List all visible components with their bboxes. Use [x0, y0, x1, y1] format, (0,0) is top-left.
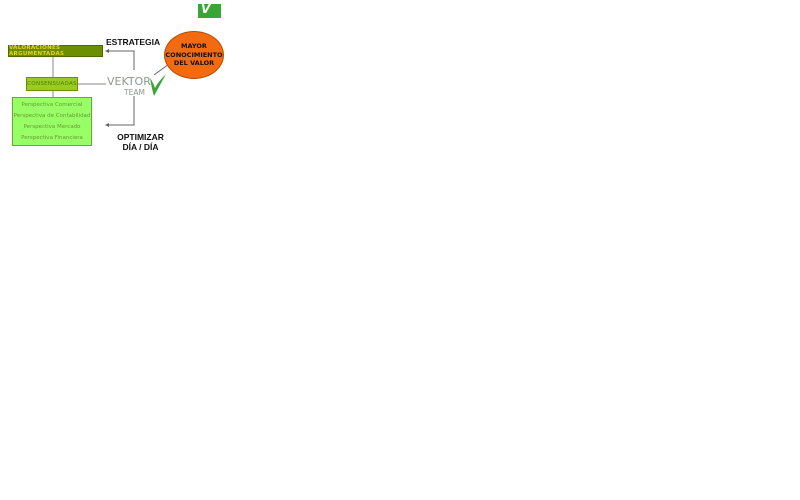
dia-text: DÍA / DÍA [122, 142, 159, 152]
perspective-item: Perspectiva de Contabilidad [13, 113, 91, 120]
perspective-item: Perspectiva Financiera [21, 134, 83, 141]
perspectives-box: Perspectiva Comercial Perspectiva de Con… [12, 97, 92, 146]
vektor-logo-badge: V [198, 2, 221, 18]
perspective-item: Perspectiva Mercado [23, 123, 81, 130]
consensuadas-box: CONSENSUADAS [26, 77, 78, 91]
brand-vektor: VEKTOR [107, 75, 151, 88]
optimizar-label: OPTIMIZAR DÍA / DÍA [113, 132, 168, 152]
vektor-v-icon [150, 74, 166, 96]
ellipse-line: MAYOR [181, 42, 207, 51]
arrow-estrategia [107, 50, 135, 70]
ellipse-line: DEL VALOR [173, 59, 215, 68]
ellipse-line: CONOCIMIENTO [165, 50, 223, 59]
valoraciones-box: VALORACIONES ARGUMENTADAS [8, 45, 103, 57]
arrow-optimizar [107, 96, 135, 126]
estrategia-label: ESTRATEGIA [106, 37, 161, 47]
arrowhead-estrategia [105, 49, 109, 53]
optimizar-text: OPTIMIZAR [117, 132, 164, 142]
v-logo-icon: V [201, 2, 211, 16]
brand-team: TEAM [124, 88, 145, 97]
arrowhead-optimizar [105, 123, 109, 127]
perspective-item: Perspectiva Comercial [21, 102, 83, 109]
connector-lines [52, 49, 170, 127]
